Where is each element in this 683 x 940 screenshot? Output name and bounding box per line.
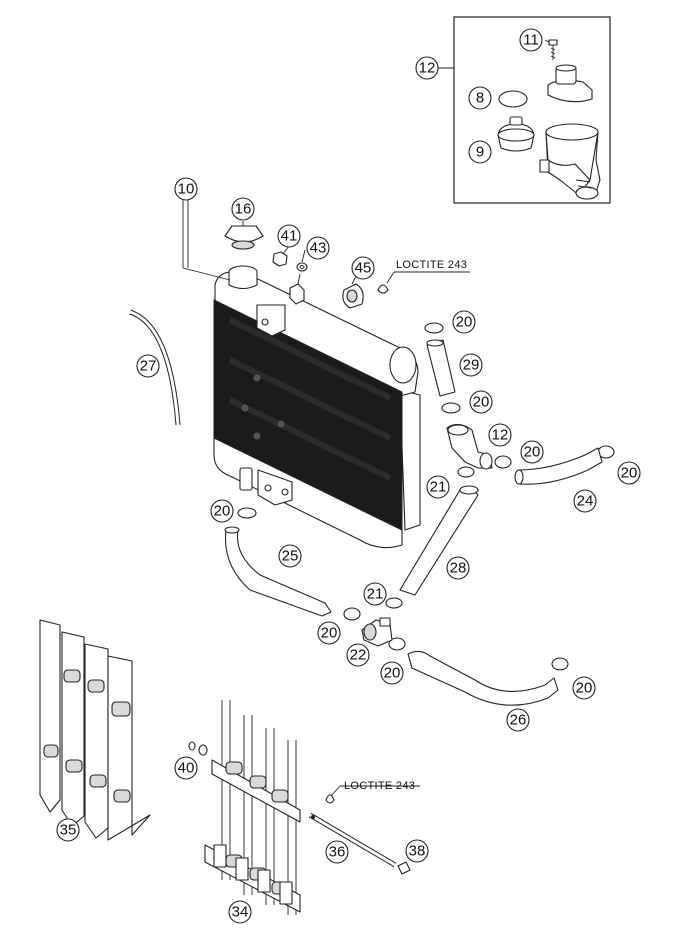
callout-label: 29 xyxy=(463,357,480,374)
callout-label: 25 xyxy=(282,548,299,565)
rod-36-part xyxy=(308,812,397,868)
radiator-guard-34-part xyxy=(204,700,301,915)
callout-20: 20 xyxy=(469,390,493,414)
hose-29-part xyxy=(426,339,456,397)
callout-35: 35 xyxy=(56,818,80,842)
callout-20: 20 xyxy=(210,499,234,523)
callout-label: 20 xyxy=(524,444,541,461)
callout-45: 45 xyxy=(351,256,375,280)
loctite-note-top: LOCTITE 243 xyxy=(396,259,467,271)
callout-label: 40 xyxy=(178,760,195,777)
callout-8: 8 xyxy=(468,86,492,110)
callout-label: 20 xyxy=(473,394,490,411)
callout-label: 12 xyxy=(492,427,509,444)
callout-label: 20 xyxy=(214,503,231,520)
screw-38-part xyxy=(397,861,411,875)
callout-10: 10 xyxy=(174,177,198,201)
callout-label: 34 xyxy=(232,904,249,921)
radiator-guard-35-part xyxy=(39,619,151,841)
radiator-cap-16-part xyxy=(224,225,264,250)
callout-label: 16 xyxy=(235,201,252,218)
thermostat-9-part xyxy=(497,116,535,152)
callout-20: 20 xyxy=(572,676,596,700)
callout-20: 20 xyxy=(520,440,544,464)
callout-label: 20 xyxy=(456,314,473,331)
callout-label: 20 xyxy=(321,625,338,642)
callout-20: 20 xyxy=(380,661,404,685)
callout-26: 26 xyxy=(506,708,530,732)
callout-label: 45 xyxy=(355,260,372,277)
callout-label: 20 xyxy=(621,465,638,482)
callout-label: 24 xyxy=(577,493,594,510)
callout-16: 16 xyxy=(231,197,255,221)
hose-25-part xyxy=(224,529,332,617)
callout-label: 26 xyxy=(510,712,527,729)
callout-label: 8 xyxy=(476,90,484,107)
thermostat-cap-part xyxy=(547,64,593,103)
callout-label: 43 xyxy=(310,240,327,257)
callout-label: 21 xyxy=(430,479,447,496)
callout-28: 28 xyxy=(446,556,470,580)
callout-label: 10 xyxy=(178,181,195,198)
washer-43-part xyxy=(296,262,308,272)
thermostat-housing-12-part xyxy=(446,423,493,470)
callout-label: 36 xyxy=(329,844,346,861)
callout-label: 20 xyxy=(384,665,401,682)
callout-label: 9 xyxy=(476,144,484,161)
callout-25: 25 xyxy=(278,544,302,568)
callout-label: 38 xyxy=(409,843,426,860)
callout-label: 28 xyxy=(450,560,467,577)
callout-41: 41 xyxy=(277,224,301,248)
hose-24-part xyxy=(517,447,603,485)
callout-label: 22 xyxy=(350,647,367,664)
callout-22: 22 xyxy=(346,643,370,667)
callout-38: 38 xyxy=(405,839,429,863)
screw-11-part xyxy=(548,39,558,60)
callout-9: 9 xyxy=(468,140,492,164)
callout-12: 12 xyxy=(488,423,512,447)
washer-40-part xyxy=(188,741,208,756)
callout-20: 20 xyxy=(452,310,476,334)
radiator-part xyxy=(213,265,421,549)
callout-label: 41 xyxy=(281,228,298,245)
callout-11: 11 xyxy=(519,28,543,52)
callout-label: 12 xyxy=(419,60,436,77)
callout-label: 35 xyxy=(60,822,77,839)
callout-27: 27 xyxy=(136,354,160,378)
hose-26-part xyxy=(407,650,559,706)
callout-36: 36 xyxy=(325,840,349,864)
tee-fitting-22-part xyxy=(361,617,393,647)
hose-clamp-part xyxy=(237,322,615,671)
callout-label: 11 xyxy=(523,32,539,49)
callout-label: 21 xyxy=(367,586,384,603)
nut-41-part xyxy=(272,251,288,267)
callout-20: 20 xyxy=(617,461,641,485)
callout-29: 29 xyxy=(459,353,483,377)
callout-34: 34 xyxy=(228,900,252,924)
callout-label: 20 xyxy=(576,680,593,697)
thermostat-housing-part xyxy=(539,123,601,200)
callout-label: 27 xyxy=(140,358,157,375)
callout-21: 21 xyxy=(426,475,450,499)
rubber-mount-45-part xyxy=(342,283,389,309)
o-ring-8-part xyxy=(498,90,528,108)
callout-24: 24 xyxy=(573,489,597,513)
callout-43: 43 xyxy=(306,236,330,260)
callout-20: 20 xyxy=(317,621,341,645)
loctite-note-bottom: LOCTITE 243 xyxy=(344,780,415,792)
callout-40: 40 xyxy=(174,756,198,780)
callout-12: 12 xyxy=(415,56,439,80)
callout-21: 21 xyxy=(363,582,387,606)
overflow-hose-27-part xyxy=(129,310,180,426)
